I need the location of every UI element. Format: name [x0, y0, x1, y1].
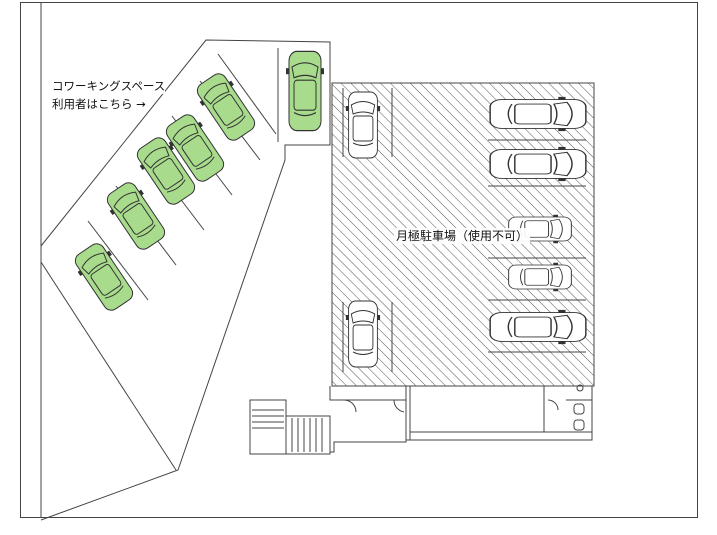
coworking-label-line1: コワーキングスペース	[52, 78, 166, 94]
monthly-stall-lines	[342, 88, 586, 372]
monthly-parking-label: 月極駐車場（使用不可）	[394, 228, 531, 244]
outer-border	[20, 2, 698, 518]
lot-edge-line	[40, 261, 177, 471]
building	[329, 384, 593, 453]
coworking-label-line2: 利用者はこちら →	[52, 96, 146, 112]
angled-lot-outline	[40, 39, 331, 521]
staircase	[249, 399, 331, 455]
